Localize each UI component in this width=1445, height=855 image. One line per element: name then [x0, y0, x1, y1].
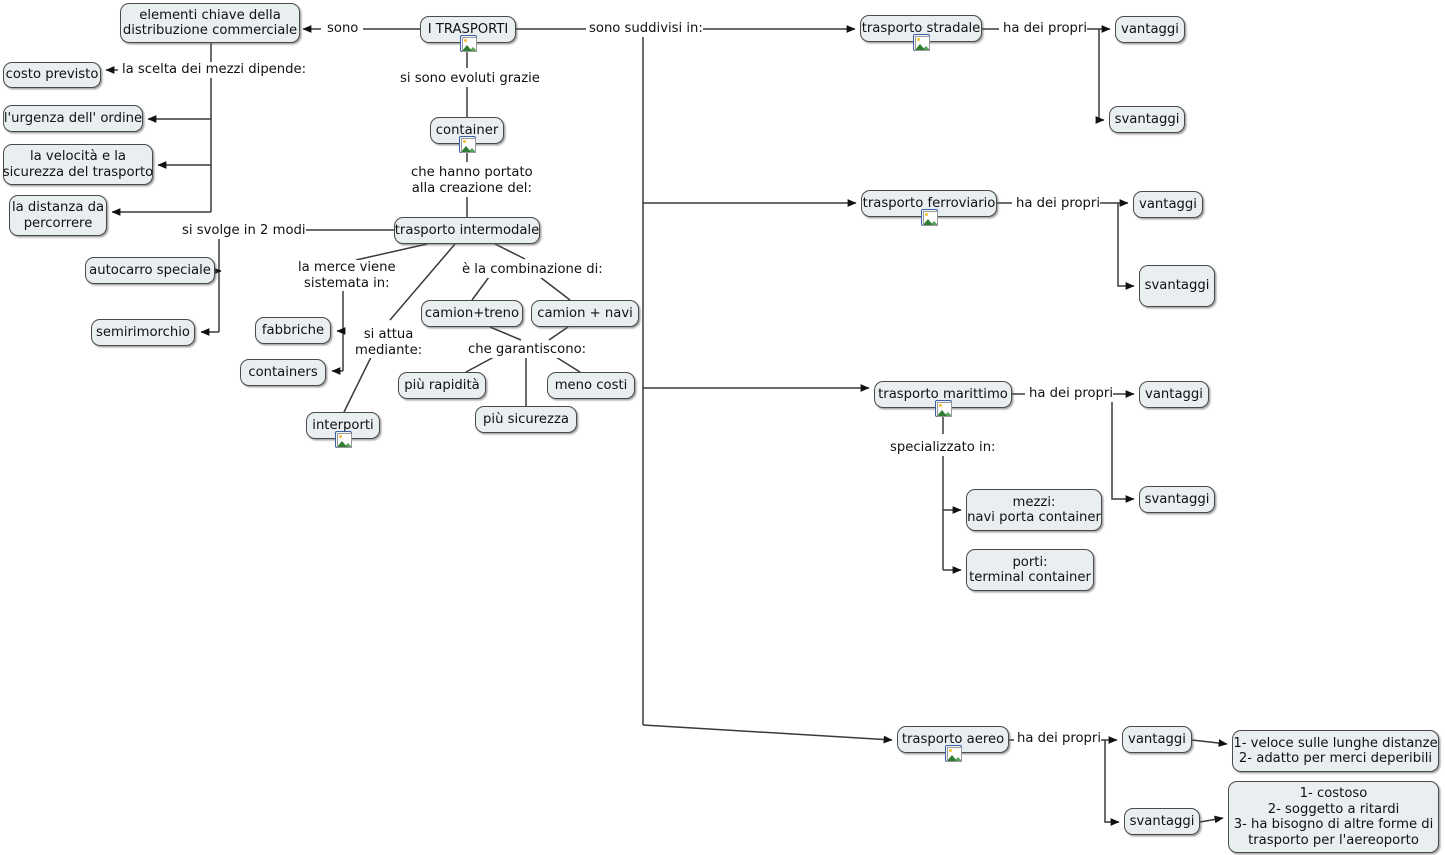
- node-camiontreno[interactable]: camion+treno: [421, 300, 523, 327]
- link-label-l_hadeipropri3: ha dei propri: [1029, 386, 1113, 402]
- node-costo[interactable]: costo previsto: [3, 62, 101, 88]
- link-label-l_specializzato: specializzato in:: [890, 440, 996, 456]
- node-elementi[interactable]: elementi chiave della distribuzione comm…: [120, 3, 300, 43]
- node-intermodale[interactable]: trasporto intermodale: [394, 217, 540, 244]
- node-mezzi[interactable]: mezzi: navi porta container: [966, 489, 1102, 531]
- node-porti[interactable]: porti: terminal container: [966, 549, 1094, 591]
- node-fabbriche[interactable]: fabbriche: [255, 317, 331, 344]
- edge-elbow2-svantaggi: [1117, 203, 1135, 290]
- node-rapidita[interactable]: più rapidità: [398, 372, 486, 399]
- link-label-l_attua: si attua mediante:: [355, 327, 423, 358]
- picture-icon[interactable]: [459, 35, 477, 52]
- node-containers[interactable]: containers: [240, 359, 326, 386]
- link-label-l_merce: la merce viene sistemata in:: [298, 260, 396, 291]
- picture-icon[interactable]: [912, 34, 930, 51]
- node-sicurezza[interactable]: più sicurezza: [475, 406, 577, 433]
- edge-svantaggi-list: [1199, 815, 1224, 824]
- link-label-l_2modi: si svolge in 2 modi: [182, 223, 306, 239]
- node-van_str[interactable]: vantaggi: [1115, 16, 1185, 43]
- node-van_aer_list[interactable]: 1- veloce sulle lunghe distanze 2- adatt…: [1232, 730, 1439, 772]
- link-label-l_evoluti: si sono evoluti grazie: [400, 71, 540, 87]
- node-sva_mar[interactable]: svantaggi: [1139, 486, 1215, 513]
- edge-camionnavi-garantiscono: [548, 326, 569, 341]
- edge-vantaggi-list: [1191, 739, 1228, 747]
- node-sva_aer[interactable]: svantaggi: [1124, 808, 1200, 835]
- edge-intermodale-merce: [355, 243, 428, 261]
- node-menocosti[interactable]: meno costi: [547, 372, 635, 399]
- link-label-l_sono: sono: [327, 21, 359, 37]
- link-label-l_hadeipropri4: ha dei propri: [1017, 731, 1101, 747]
- node-autocarro[interactable]: autocarro speciale: [85, 257, 215, 284]
- edge-garantiscono-rapidita: [465, 356, 495, 373]
- node-urgenza[interactable]: l'urgenza dell' ordine: [3, 105, 143, 132]
- link-label-l_portato: che hanno portato alla creazione del:: [411, 165, 533, 196]
- node-stradale[interactable]: trasporto stradale: [860, 15, 982, 42]
- edge-garantiscono-menocosti: [555, 356, 581, 373]
- edge-intermodale-combinazione: [494, 243, 526, 260]
- edge-elbow4-svantaggi: [1104, 740, 1120, 826]
- picture-icon[interactable]: [934, 400, 952, 417]
- picture-icon[interactable]: [458, 136, 476, 153]
- link-label-l_garantiscono: che garantiscono:: [468, 342, 587, 358]
- node-van_mar[interactable]: vantaggi: [1139, 381, 1209, 408]
- edge-combinazione-camionnavi: [539, 276, 571, 301]
- link-label-l_combinazione: è la combinazione di:: [462, 262, 603, 278]
- link-label-l_hadeipropri2: ha dei propri: [1016, 196, 1100, 212]
- node-van_aer[interactable]: vantaggi: [1122, 726, 1192, 753]
- node-sva_str[interactable]: svantaggi: [1109, 106, 1185, 133]
- node-camionnavi[interactable]: camion + navi: [531, 300, 639, 327]
- edge-camiontreno-garantiscono: [489, 326, 522, 341]
- edge-intermodale-attua: [389, 243, 456, 321]
- picture-icon[interactable]: [944, 745, 962, 762]
- node-sva_fer[interactable]: svantaggi: [1139, 265, 1215, 307]
- picture-icon[interactable]: [920, 209, 938, 226]
- node-semirimorchio[interactable]: semirimorchio: [91, 319, 195, 346]
- edge-trunk-aereo: [642, 724, 893, 744]
- edge-combinazione-camiontreno: [471, 276, 490, 301]
- node-distanza[interactable]: la distanza da percorrere: [9, 195, 107, 236]
- link-label-l_suddivisi: sono suddivisi in:: [589, 21, 703, 37]
- edge-elbow1-svantaggi: [1095, 29, 1105, 124]
- node-sva_aer_list[interactable]: 1- costoso 2- soggetto a ritardi 3- ha b…: [1228, 781, 1439, 853]
- edge-elbow3-svantaggi: [1111, 394, 1135, 503]
- node-van_fer[interactable]: vantaggi: [1133, 191, 1203, 218]
- picture-icon[interactable]: [334, 431, 352, 448]
- node-velocita[interactable]: la velocità e la sicurezza del trasporto: [3, 144, 153, 185]
- link-label-l_scelta: la scelta dei mezzi dipende:: [122, 62, 307, 78]
- link-label-l_hadeipropri1: ha dei propri: [1003, 21, 1087, 37]
